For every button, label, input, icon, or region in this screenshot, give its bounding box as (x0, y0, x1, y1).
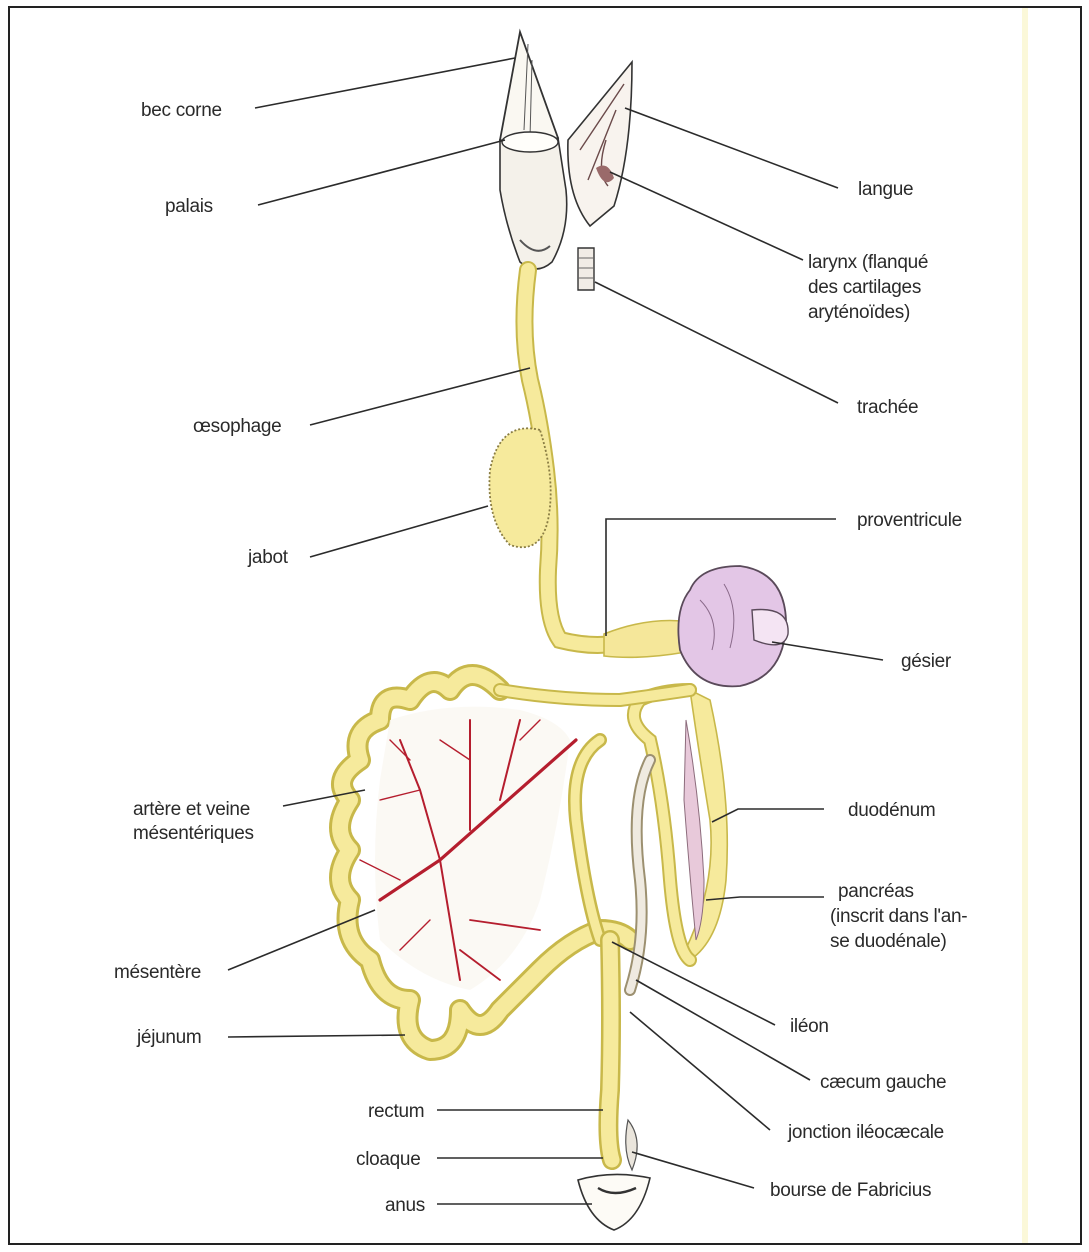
right-edge-tint (1022, 8, 1028, 1243)
label-cloaque: cloaque (356, 1149, 420, 1170)
label-pancreas-line1: pancréas (838, 881, 914, 902)
label-rectum: rectum (368, 1101, 424, 1122)
label-anus: anus (385, 1195, 425, 1216)
label-larynx-line3: aryténoïdes) (808, 302, 910, 323)
label-jabot: jabot (247, 547, 289, 568)
label-artere-line1: artère et veine (133, 799, 250, 820)
label-larynx-line2: des cartilages (808, 277, 921, 298)
label-proventricule: proventricule (857, 510, 962, 531)
label-ileon: iléon (790, 1016, 829, 1037)
label-duodenum: duodénum (848, 800, 935, 821)
label-trachee: trachée (857, 397, 918, 418)
label-jejunum: jéjunum (136, 1027, 201, 1048)
label-bec-corne: bec corne (141, 100, 222, 121)
label-artere-line2: mésentériques (133, 823, 254, 844)
label-pancreas-line3: se duodénale) (830, 931, 947, 952)
label-caecum-gauche: cæcum gauche (820, 1072, 946, 1093)
label-langue: langue (858, 179, 913, 200)
label-pancreas-line2: (inscrit dans l'an- (830, 906, 967, 927)
label-oesophage: œsophage (193, 416, 281, 437)
label-gesier: gésier (901, 651, 952, 672)
label-palais: palais (165, 196, 213, 217)
label-jonction: jonction iléocæcale (787, 1122, 944, 1143)
label-larynx-line1: larynx (flanqué (808, 252, 928, 273)
label-mesentere: mésentère (114, 962, 201, 983)
trachea (578, 248, 594, 290)
label-bourse: bourse de Fabricius (770, 1180, 931, 1201)
